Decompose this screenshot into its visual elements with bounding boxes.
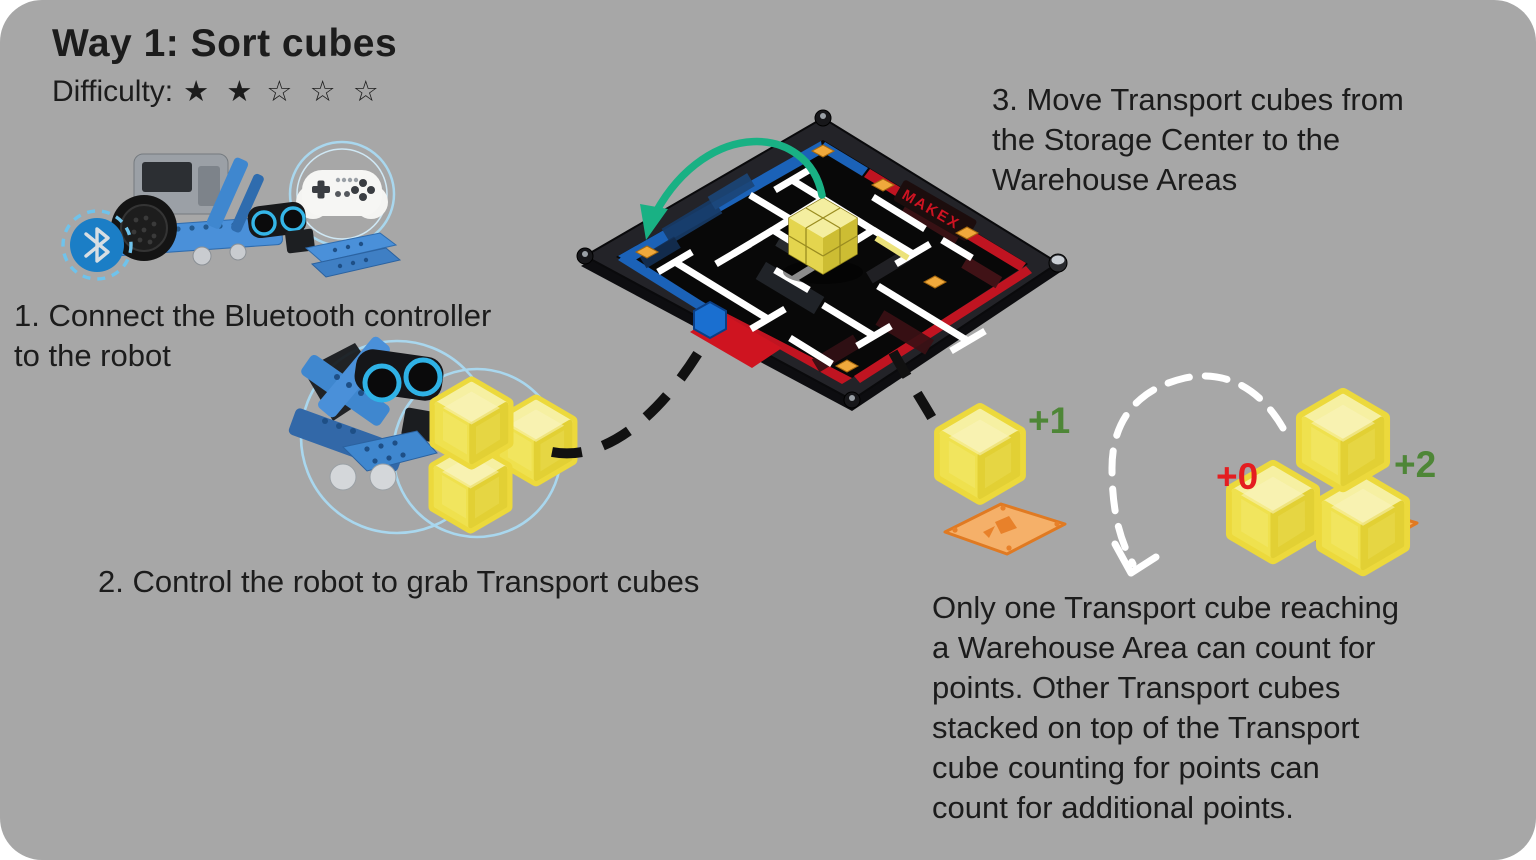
step2-line1: 2. Control the robot to grab Transport c… [98, 564, 700, 599]
controller-circle [288, 140, 396, 248]
note-line4: stacked on top of the Transport [932, 710, 1360, 745]
field-surface [616, 140, 1028, 378]
note-line5: cube counting for points can [932, 750, 1320, 785]
note-line1: Only one Transport cube reaching [932, 590, 1399, 625]
score-plus-two: +2 [1394, 444, 1437, 485]
note-line2: a Warehouse Area can count for [932, 630, 1376, 665]
blue-zone [618, 141, 868, 321]
robot-wheel [111, 195, 177, 261]
maze-lines [656, 166, 987, 367]
scoring-note: Only one Transport cube reaching a Wareh… [932, 588, 1532, 828]
transport-cube-stack-top [1303, 395, 1384, 486]
note-line6: count for additional points. [932, 790, 1294, 825]
step3-line2: the Storage Center to the [992, 122, 1341, 157]
warehouse-markers [634, 144, 980, 373]
storage-center-cube-stack [783, 197, 863, 284]
red-zone [722, 169, 1032, 384]
red-home-zone [690, 312, 782, 368]
robot-side-view [111, 153, 402, 278]
page-title: Way 1: Sort cubes [52, 22, 398, 65]
warehouse-plate [1289, 501, 1419, 557]
gamepad-icon [296, 170, 388, 219]
difficulty-stars-empty: ☆ ☆ ☆ [266, 74, 383, 108]
score-plus-one: +1 [1028, 400, 1071, 441]
robot-and-controller-illustration [61, 140, 402, 281]
difficulty-row: Difficulty: ★ ★ ☆ ☆ ☆ [52, 74, 383, 109]
step1-line2: to the robot [14, 338, 171, 373]
step2-caption: 2. Control the robot to grab Transport c… [98, 562, 918, 602]
cubes-circle [391, 367, 563, 539]
step3-caption: 3. Move Transport cubes from the Storage… [992, 80, 1532, 200]
ultrasonic-eye-icon [280, 206, 306, 232]
step1-line1: 1. Connect the Bluetooth controller [14, 298, 492, 333]
transport-cube [941, 410, 1020, 499]
step3-line1: 3. Move Transport cubes from [992, 82, 1404, 117]
difficulty-label: Difficulty: [52, 75, 174, 108]
warehouse-plate [943, 502, 1067, 556]
transport-cubes-grabbed [435, 383, 572, 528]
step3-line3: Warehouse Areas [992, 162, 1238, 197]
difficulty-stars-filled: ★ ★ [183, 74, 257, 108]
ultrasonic-eye-icon [251, 210, 277, 236]
bluetooth-icon [61, 209, 133, 281]
step1-caption: 1. Connect the Bluetooth controller to t… [14, 296, 654, 376]
note-line3: points. Other Transport cubes [932, 670, 1341, 705]
yellow-path-line [874, 235, 910, 261]
move-cube-arrow [640, 137, 826, 240]
dashed-connector-right [888, 349, 952, 449]
transport-cube-stack-bottom [1323, 479, 1404, 570]
score-plus-zero: +0 [1216, 456, 1259, 497]
blue-hexagon-zone [693, 300, 727, 340]
svg-text:MAKEX: MAKEX [899, 186, 963, 233]
makex-logo: MAKEX [893, 180, 977, 241]
